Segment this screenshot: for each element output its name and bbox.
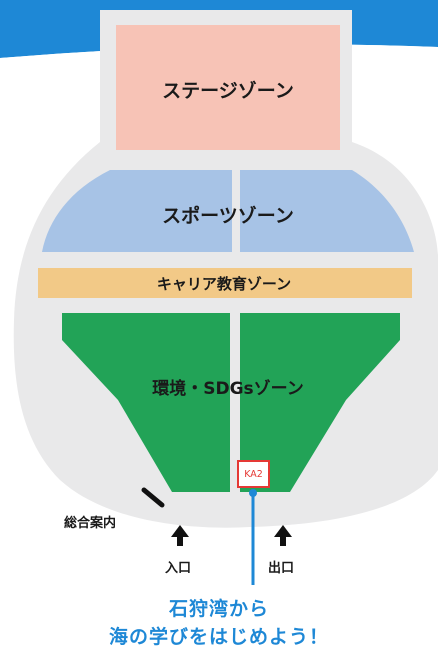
info-desk-marker (141, 487, 165, 508)
booth-ka2[interactable]: KA2 (237, 460, 270, 488)
info-desk-label: 総合案内 (64, 516, 117, 531)
booth-callout-dot (249, 489, 257, 497)
career-zone-label: キャリア教育ゾーン (156, 275, 292, 293)
exit-label: 出口 (268, 561, 295, 576)
sports-zone-right (240, 170, 414, 252)
caption-line-2: 海の学びをはじめよう！ (108, 626, 329, 648)
stage-zone-label: ステージゾーン (162, 80, 294, 102)
environment-zone-left (62, 313, 230, 492)
environment-zone-right (240, 313, 400, 492)
sports-zone-label: スポーツゾーン (162, 205, 294, 227)
sports-zone-left (42, 170, 232, 252)
entrance-arrow-icon (171, 525, 189, 546)
environment-zone-label: 環境・SDGsゾーン (152, 379, 304, 399)
stage-zone (116, 25, 340, 150)
caption-line-1: 石狩湾から (168, 598, 269, 620)
exit-arrow-icon (274, 525, 292, 546)
booth-code: KA2 (244, 468, 263, 480)
career-zone (38, 268, 412, 298)
center-aisle (230, 313, 240, 493)
entrance-label: 入口 (165, 561, 192, 576)
